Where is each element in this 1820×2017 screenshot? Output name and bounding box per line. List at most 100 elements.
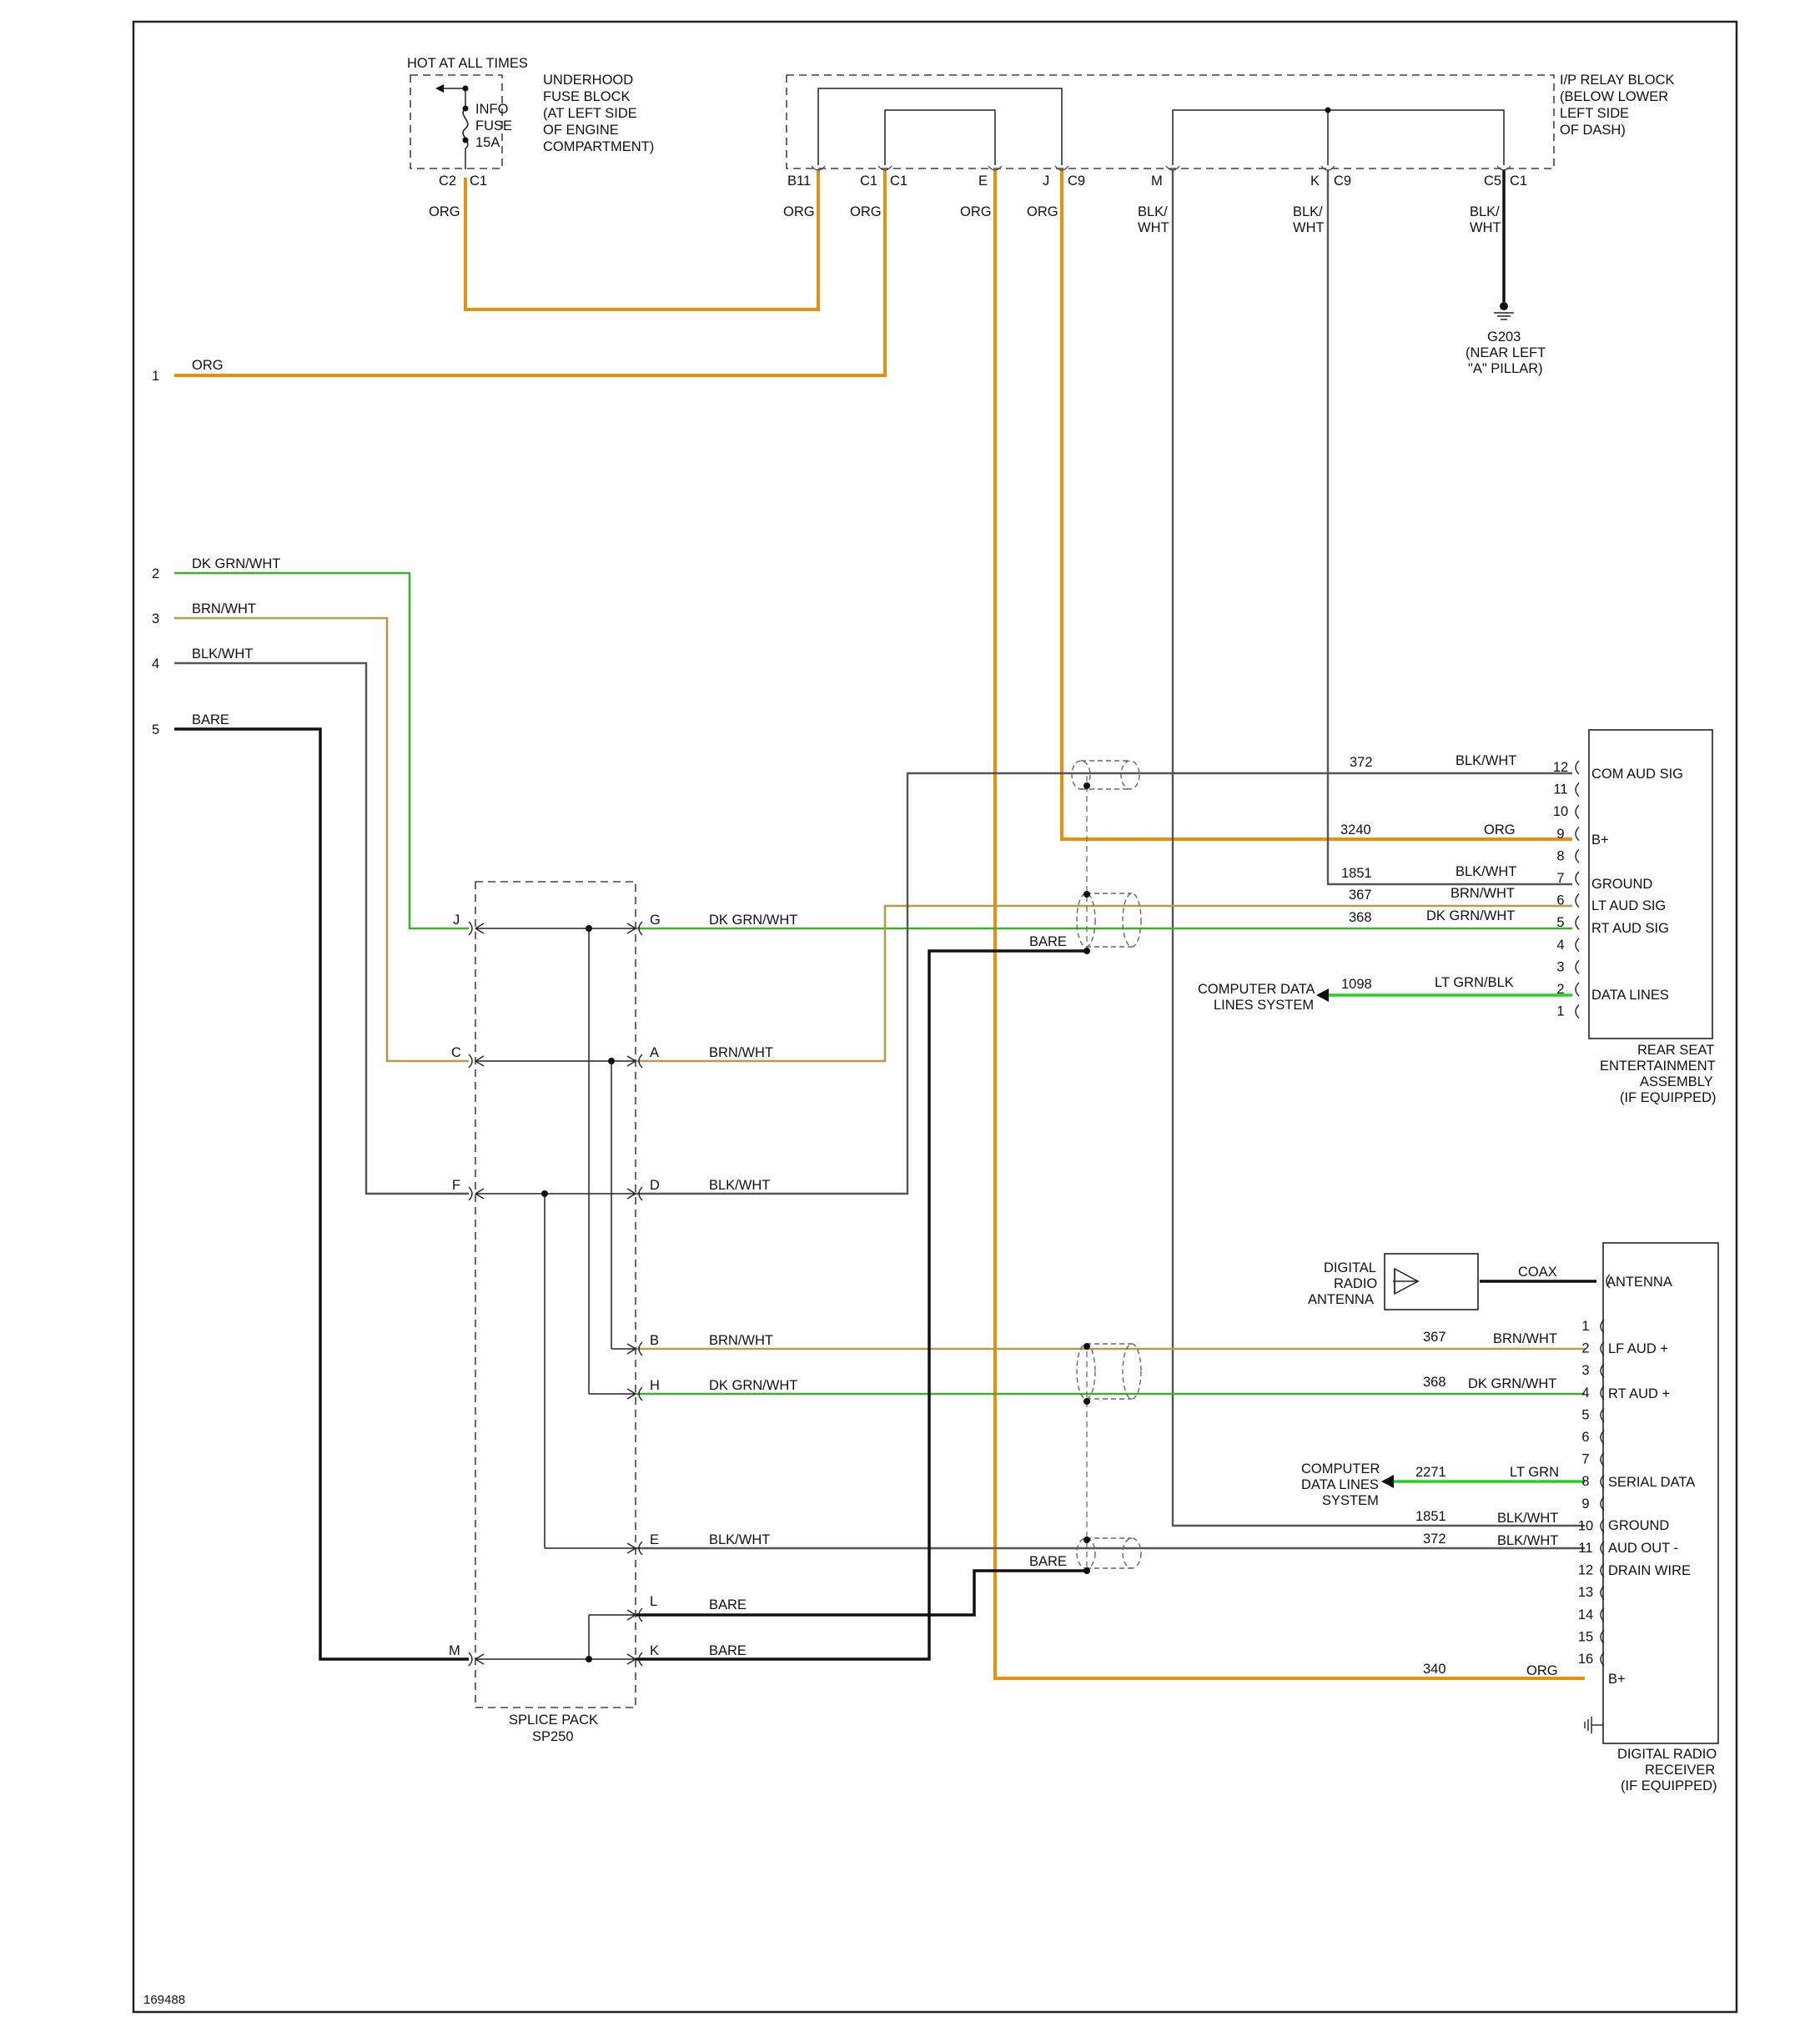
- relay-wire-e: ORG: [960, 204, 992, 219]
- relay-wire-k: BLK/WHT: [1293, 204, 1325, 235]
- rse-fn-data-lines: DATA LINES: [1591, 988, 1669, 1003]
- rse-connector: [1575, 827, 1580, 842]
- splice-pin-l: L: [650, 1594, 657, 1609]
- splice-pin-d: D: [650, 1178, 660, 1193]
- rse-connector: [1575, 938, 1580, 953]
- case-ground-icon: [1584, 1717, 1603, 1733]
- rse-name-4: (IF EQUIPPED): [1620, 1090, 1717, 1105]
- relay-bus-2: [884, 109, 996, 165]
- rse-circuit-3240: 3240: [1340, 822, 1371, 837]
- receiver-pin-16: 16: [1578, 1652, 1593, 1667]
- fuse-block-name-4: OF ENGINE: [543, 123, 619, 138]
- digital-radio-antenna: DIGITAL RADIO ANTENNA COAX: [1308, 1253, 1557, 1310]
- receiver-circuit-1851: 1851: [1415, 1509, 1446, 1524]
- wire-blk-rse: [636, 772, 1572, 1195]
- fuse-icon: [462, 108, 469, 149]
- rse-connector: [1575, 982, 1580, 997]
- ip-relay-block: I/P RELAY BLOCK (BELOW LOWER LEFT SIDE O…: [783, 73, 1675, 235]
- receiver-fn-ground: GROUND: [1608, 1518, 1669, 1533]
- receiver-pin-3: 3: [1581, 1363, 1589, 1378]
- shield-bare-label-1: BARE: [1029, 934, 1067, 949]
- receiver-connector: [1600, 1607, 1605, 1622]
- splice-connectors: [468, 921, 643, 1667]
- antenna-name-1: DIGITAL: [1324, 1260, 1376, 1275]
- junction-dot: [586, 925, 592, 932]
- receiver-fn-serial-data: SERIAL DATA: [1608, 1475, 1695, 1490]
- splice-pin-m: M: [449, 1643, 460, 1658]
- receiver-wire-372: BLK/WHT: [1497, 1533, 1558, 1548]
- wire-brn-rse: [636, 904, 1572, 1063]
- receiver-circuit-340: 340: [1423, 1662, 1446, 1677]
- rse-connector: [1575, 804, 1580, 819]
- receiver-name-2: RECEIVER: [1645, 1763, 1715, 1778]
- junction-dot: [586, 1656, 592, 1662]
- diagram-frame: [132, 20, 1738, 2014]
- rse-circuit-368: 368: [1349, 910, 1372, 925]
- receiver-circuit-2271: 2271: [1415, 1465, 1446, 1480]
- receiver-pin-8: 8: [1581, 1474, 1589, 1489]
- receiver-wire-340: ORG: [1526, 1663, 1558, 1678]
- cable-shields: BARE BARE: [1029, 760, 1142, 1574]
- rse-pin-2: 2: [1556, 982, 1564, 997]
- input-wire-4: BLK/WHT: [192, 646, 253, 661]
- antenna-coax-label: COAX: [1518, 1265, 1557, 1280]
- rse-connector: [1575, 871, 1580, 886]
- rse-connector: [1575, 915, 1580, 930]
- wire-bare-input-5: [174, 727, 469, 1661]
- rse-pin-5: 5: [1556, 915, 1564, 930]
- fuse-block-name-1: UNDERHOOD: [543, 73, 633, 88]
- rse-circuit-1851: 1851: [1341, 866, 1372, 881]
- receiver-wire-368: DK GRN/WHT: [1468, 1376, 1556, 1391]
- receiver-connector: [1600, 1541, 1605, 1556]
- fuse-label-2: FUSE: [475, 118, 512, 133]
- relay-wire-j: ORG: [1027, 204, 1058, 219]
- fuse-pin-c1: C1: [470, 174, 487, 189]
- rse-connector: [1575, 760, 1580, 775]
- receiver-pin-5: 5: [1581, 1407, 1589, 1422]
- wires: [174, 169, 1596, 1680]
- splice-pin-e: E: [650, 1532, 659, 1547]
- junction-dot: [1325, 107, 1331, 113]
- relay-pin-c1-a: C1: [860, 174, 877, 189]
- splice-pin-g: G: [650, 913, 661, 928]
- receiver-data-system-2: DATA LINES: [1301, 1477, 1379, 1492]
- wire-brn-input-3: [174, 616, 469, 1063]
- rse-fn-ground: GROUND: [1591, 877, 1652, 892]
- underhood-fuse-block: HOT AT ALL TIMES INFO FUSE 15A UNDERHOOD…: [407, 56, 654, 219]
- junction-dot: [541, 1190, 548, 1197]
- rse-pin-1: 1: [1556, 1004, 1564, 1019]
- rse-wire-372: BLK/WHT: [1455, 753, 1516, 768]
- input-num-2: 2: [152, 566, 159, 581]
- receiver-wire-367: BRN/WHT: [1493, 1331, 1557, 1346]
- receiver-fn-aud-out: AUD OUT -: [1608, 1541, 1678, 1556]
- receiver-pin-1: 1: [1581, 1319, 1589, 1334]
- input-wire-3: BRN/WHT: [192, 601, 256, 616]
- relay-pin-m: M: [1151, 174, 1163, 189]
- ground-location-1: (NEAR LEFT: [1466, 345, 1546, 360]
- input-wire-5: BARE: [192, 712, 229, 727]
- relay-block-name-3: LEFT SIDE: [1560, 106, 1629, 121]
- wire-bare-shield-2: [636, 1569, 1087, 1617]
- receiver-fn-rt-aud: RT AUD +: [1608, 1386, 1670, 1401]
- rse-connector: [1575, 782, 1580, 797]
- receiver-pin-13: 13: [1578, 1585, 1593, 1600]
- receiver-pin-11: 11: [1578, 1541, 1592, 1556]
- rse-pin-8: 8: [1556, 848, 1564, 863]
- receiver-pin-6: 6: [1581, 1430, 1589, 1445]
- receiver-connector: [1600, 1474, 1605, 1489]
- splice-wire-a: BRN/WHT: [709, 1045, 773, 1060]
- rse-pin-12: 12: [1553, 760, 1568, 775]
- splice-pack-sp250: J C F M G DK GRN/WHT A BRN/WHT D BLK/WHT…: [449, 881, 797, 1744]
- splice-wire-e: BLK/WHT: [709, 1532, 770, 1547]
- input-num-1: 1: [152, 369, 159, 384]
- ground-g203: G203 (NEAR LEFT "A" PILLAR): [1466, 302, 1546, 376]
- antenna-icon: [1393, 1267, 1420, 1295]
- rse-pin-3: 3: [1556, 959, 1564, 974]
- wire-blk-input-4: [174, 661, 469, 1195]
- receiver-fn-lf-aud: LF AUD +: [1608, 1341, 1668, 1356]
- receiver-wire-2271: LT GRN: [1510, 1465, 1559, 1480]
- relay-block-name-4: OF DASH): [1560, 123, 1626, 138]
- fuse-block-name-5: COMPARTMENT): [543, 139, 654, 154]
- splice-pack-name-2: SP250: [532, 1729, 574, 1744]
